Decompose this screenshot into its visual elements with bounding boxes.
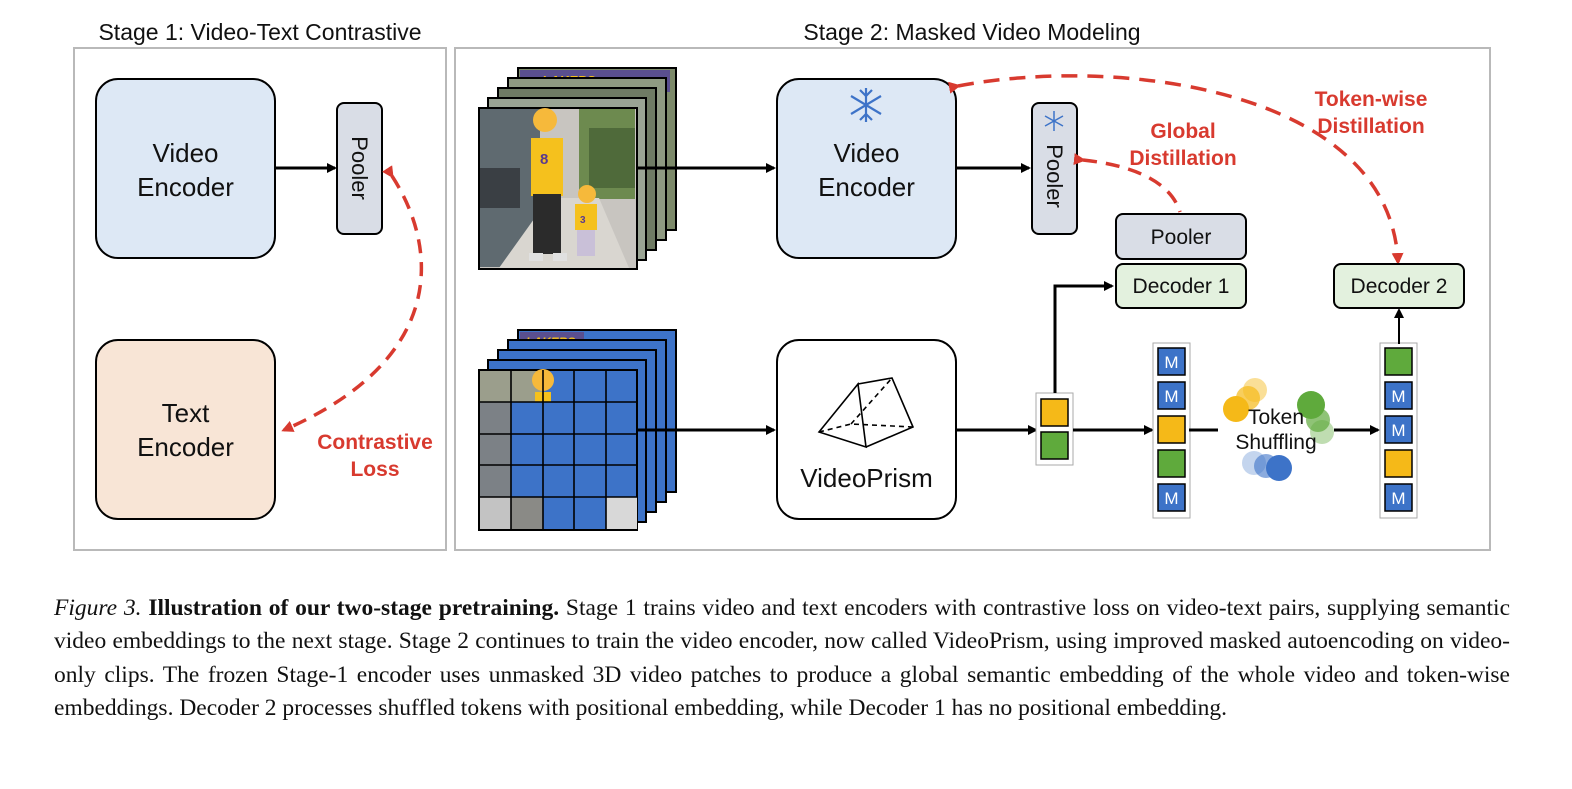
mask-token-label: M bbox=[1391, 421, 1405, 440]
decoder-1: Decoder 1 bbox=[1115, 263, 1247, 309]
mask-token bbox=[1157, 381, 1186, 410]
contrastive-loss-line1: Contrastive bbox=[317, 431, 433, 454]
stage2-title: Stage 2: Masked Video Modeling bbox=[803, 19, 1140, 45]
stage2-pooler: Pooler bbox=[1031, 102, 1078, 235]
token-shuffling-line1: Token bbox=[1248, 406, 1304, 429]
tokens-to-decoder1-arrow bbox=[1053, 281, 1114, 393]
mask-token bbox=[1384, 381, 1413, 410]
pooler-head-label: Pooler bbox=[1151, 226, 1212, 249]
video-frame-stack-masked: LAKERS bbox=[478, 329, 677, 531]
stage1-title: Stage 1: Video-Text Contrastive bbox=[98, 19, 421, 45]
token-shuffling-line2: Shuffling bbox=[1235, 431, 1316, 454]
contrastive-loss-line2: Loss bbox=[350, 458, 399, 481]
stage2-panel bbox=[454, 47, 1491, 551]
token-yellow bbox=[1384, 449, 1413, 478]
stage2-pooler-label: Pooler bbox=[1042, 144, 1067, 208]
stage1-text-encoder-line2: Encoder bbox=[137, 432, 234, 462]
stage1-panel bbox=[73, 47, 447, 551]
mask-token bbox=[1384, 483, 1413, 512]
videoprism-label: VideoPrism bbox=[800, 463, 932, 493]
stage1-video-encoder-line2: Encoder bbox=[137, 172, 234, 202]
jersey-number: 8 bbox=[540, 151, 548, 168]
prism-icon bbox=[817, 377, 915, 449]
decoder-2: Decoder 2 bbox=[1333, 263, 1465, 309]
mask-token bbox=[1157, 483, 1186, 512]
global-distillation-line1: Global bbox=[1150, 120, 1215, 143]
mask-token-label: M bbox=[1391, 489, 1405, 508]
mask-token-label: M bbox=[1164, 353, 1178, 372]
token-green bbox=[1384, 347, 1413, 376]
decoder-1-label: Decoder 1 bbox=[1133, 275, 1230, 298]
stage1-video-encoder: Video Encoder bbox=[95, 78, 276, 259]
tokenwise-distillation-line2: Distillation bbox=[1317, 115, 1424, 138]
figure-caption: Figure 3. Illustration of our two-stage … bbox=[54, 592, 1510, 725]
full-token-sequence: MMM bbox=[1152, 342, 1191, 519]
stage1-text-encoder: Text Encoder bbox=[95, 339, 276, 520]
stage2-video-encoder-line2: Encoder bbox=[818, 172, 915, 202]
mask-token bbox=[1157, 347, 1186, 376]
stage1-text-encoder-line1: Text bbox=[162, 398, 210, 428]
figure-label: Figure 3. bbox=[54, 595, 142, 621]
snowflake-icon bbox=[850, 88, 882, 122]
pooler-head: Pooler bbox=[1115, 213, 1247, 260]
shuffled-token-sequence: MMM bbox=[1379, 342, 1418, 519]
stage2-video-encoder: Video Encoder bbox=[776, 78, 957, 259]
token-green bbox=[1040, 431, 1069, 460]
mask-token bbox=[1384, 415, 1413, 444]
tokenwise-distillation-line1: Token-wise bbox=[1315, 88, 1428, 111]
mask-token-label: M bbox=[1164, 489, 1178, 508]
token-green bbox=[1157, 449, 1186, 478]
figure-title: Illustration of our two-stage pretrainin… bbox=[148, 595, 560, 621]
figure-caption-body: Stage 1 trains video and text encoders w… bbox=[54, 595, 1511, 721]
stage1-pooler: Pooler bbox=[336, 102, 383, 235]
videoprism-model: VideoPrism bbox=[776, 339, 957, 520]
mask-token-label: M bbox=[1164, 387, 1178, 406]
global-distillation-line2: Distillation bbox=[1129, 147, 1236, 170]
visible-token-column bbox=[1035, 392, 1074, 466]
token-yellow bbox=[1157, 415, 1186, 444]
token-shuffling-icon: Token Shuffling bbox=[1223, 378, 1334, 481]
pretraining-diagram: Stage 1: Video-Text Contrastive Stage 2:… bbox=[73, 19, 1491, 551]
stage1-pooler-label: Pooler bbox=[347, 136, 372, 200]
mask-token-label: M bbox=[1391, 387, 1405, 406]
decoder-2-label: Decoder 2 bbox=[1351, 275, 1448, 298]
stage2-video-encoder-line1: Video bbox=[833, 138, 899, 168]
stage1-video-encoder-line1: Video bbox=[152, 138, 218, 168]
kid-jersey-number: 3 bbox=[580, 215, 586, 226]
contrastive-loss-arrow bbox=[281, 165, 424, 432]
token-yellow bbox=[1040, 398, 1069, 427]
